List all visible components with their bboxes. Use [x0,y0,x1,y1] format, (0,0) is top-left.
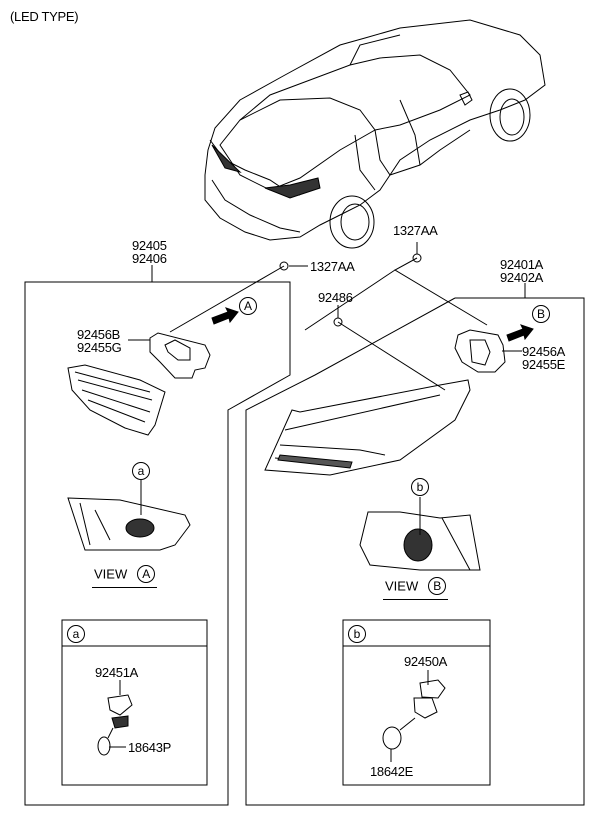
detail-a-header-marker: a [67,625,85,643]
view-b-caption-marker: B [428,577,447,595]
view-a-lamp [67,497,191,551]
left-gasket [149,332,211,379]
car-illustration [204,19,546,249]
detail-b-frame [342,619,491,786]
view-a-caption: VIEW A [92,565,158,588]
part-number-gasket-left-1[interactable]: 92456B [77,327,121,342]
view-a-caption-marker: A [137,565,156,583]
part-number-socket-b[interactable]: 92450A [404,654,448,669]
part-number-right-assembly-1[interactable]: 92401A [500,257,544,272]
diagram-title: (LED TYPE) [10,9,79,24]
part-number-right-assembly-2[interactable]: 92402A [500,270,544,285]
detail-a-callout: a [132,462,150,480]
view-b-marker: B [532,305,550,323]
view-b-label: VIEW [385,578,419,594]
view-b-lamp [359,511,481,571]
view-a-marker: A [239,297,257,315]
right-assembly-frame [245,297,585,806]
part-number-gasket-left-2[interactable]: 92455G [77,340,122,355]
left-assembly-frame [24,281,291,806]
part-number-bulb-b[interactable]: 18642E [370,764,414,779]
part-number-gasket-right-1[interactable]: 92456A [522,344,566,359]
right-lamp [264,379,471,476]
view-a-label: VIEW [94,566,128,582]
arrow-view-a [211,307,239,325]
part-number-nut-left[interactable]: 1327AA [310,259,355,274]
part-number-left-assembly-2[interactable]: 92406 [132,251,167,266]
part-number-gasket-right-2[interactable]: 92455E [522,357,566,372]
left-lamp [67,364,166,436]
arrow-view-b [506,324,534,342]
part-number-nut-right[interactable]: 1327AA [393,223,438,238]
part-number-socket-a[interactable]: 92451A [95,665,139,680]
part-number-clip[interactable]: 92486 [318,290,353,305]
view-b-caption: VIEW B [383,577,449,600]
part-number-bulb-a[interactable]: 18643P [128,740,172,755]
detail-a-frame [61,619,208,786]
right-gasket [454,329,506,373]
detail-b-header-marker: b [348,625,366,643]
part-number-left-assembly-1[interactable]: 92405 [132,238,167,253]
detail-b-callout: b [411,478,429,496]
